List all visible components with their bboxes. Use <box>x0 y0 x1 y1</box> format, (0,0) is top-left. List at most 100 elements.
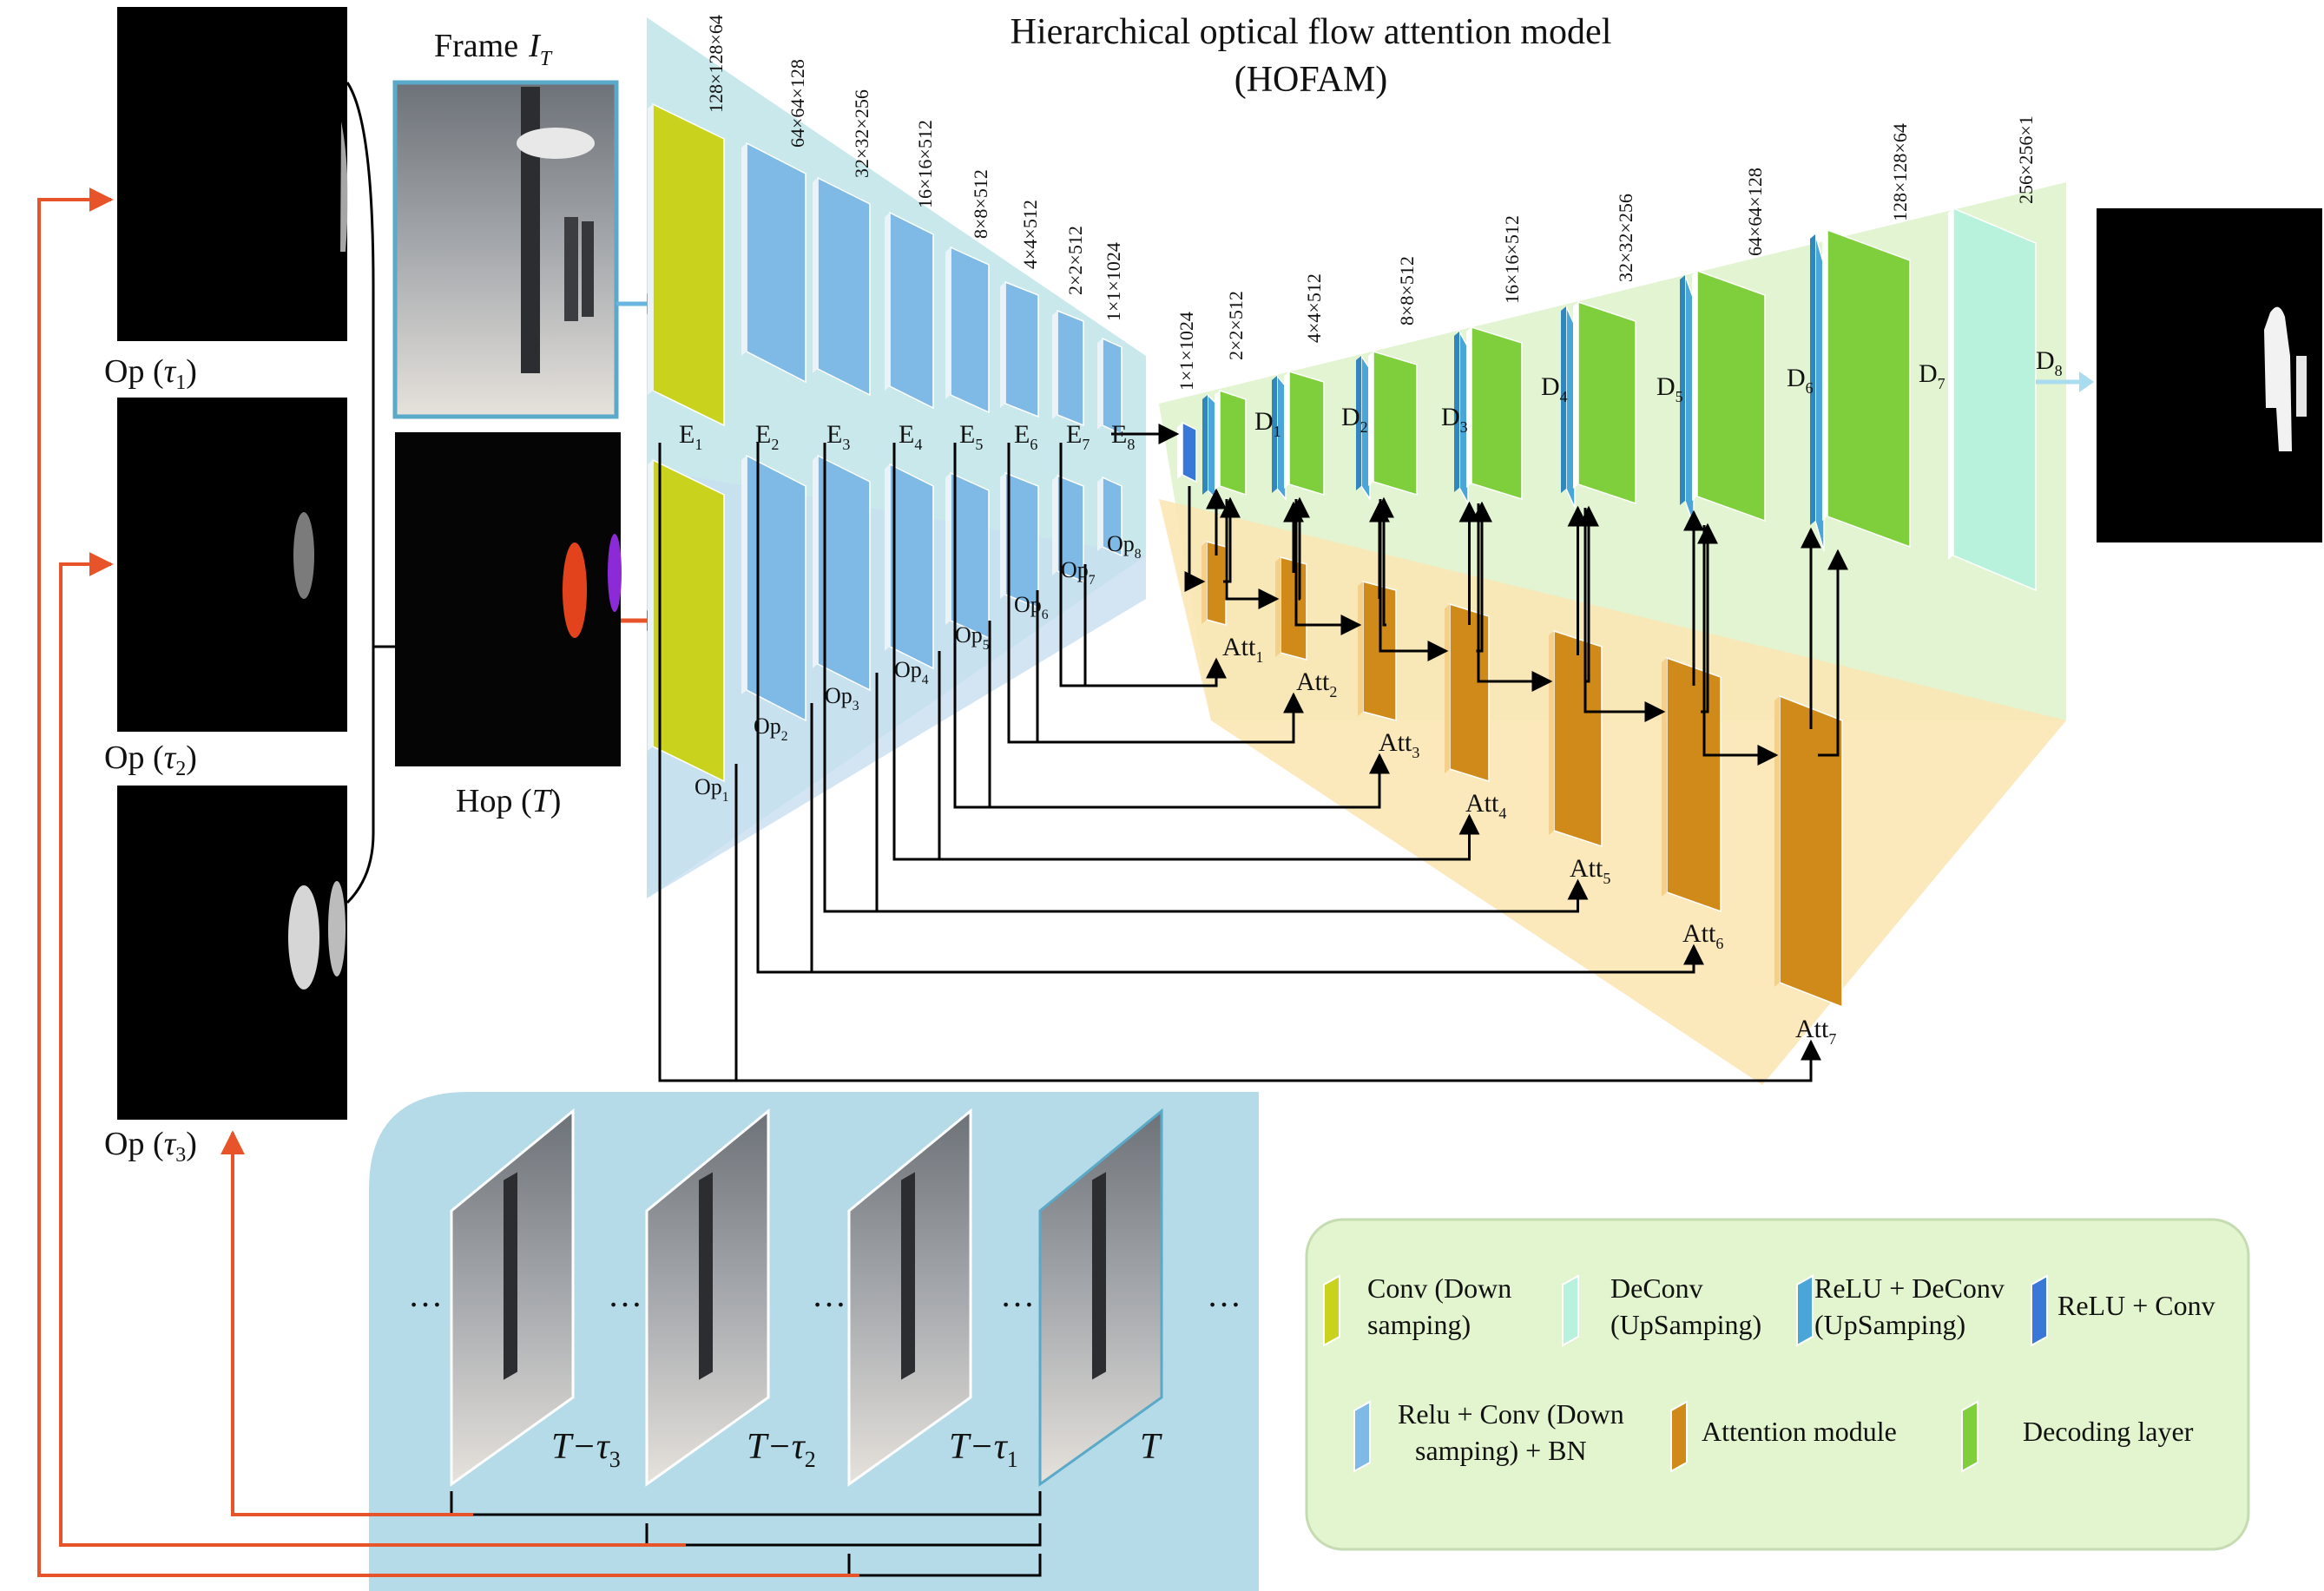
decoder-layer-7 <box>1692 269 1766 523</box>
decoder-layer-4 <box>1368 350 1418 496</box>
decoder-deconv-1 <box>1202 393 1217 501</box>
sequence-frame-label-1: T−τ3 <box>551 1427 621 1472</box>
legend-swatch-4 <box>2031 1274 2048 1347</box>
op-encoder-6 <box>1000 471 1039 609</box>
encoder-E5 <box>945 246 990 414</box>
decoder-dim-9: 256×256×1 <box>2015 115 2037 204</box>
encoder-E2 <box>741 141 806 384</box>
frame-image <box>392 80 619 419</box>
attention-label-5: Att5 <box>1570 854 1610 887</box>
legend-swatch-7 <box>1961 1400 1978 1473</box>
encoder-E8 <box>1097 337 1122 436</box>
op-label-1: Op1 <box>695 774 729 805</box>
op-encoder-3 <box>813 454 871 692</box>
skip-connections <box>658 424 1848 1082</box>
legend-item-7: Decoding layer <box>1961 1400 2194 1473</box>
op-tau2-label: Op (τ2) <box>104 740 197 780</box>
decoder-dim-6: 32×32×256 <box>1615 194 1636 282</box>
legend-swatch-3 <box>1796 1274 1814 1347</box>
attention-module-7 <box>1774 694 1843 1009</box>
sequence-frame-label-2: T−τ2 <box>747 1427 816 1472</box>
sequence-frame-4: T <box>1038 1108 1163 1487</box>
op-label-2: Op2 <box>754 713 788 744</box>
decoder-layers <box>1177 207 2037 592</box>
encoder-layers <box>648 102 1122 783</box>
legend-text-5-b: samping) + BN <box>1415 1435 1587 1466</box>
flow-merge-brace <box>346 82 375 904</box>
optical-flow-tau3 <box>117 786 347 1120</box>
optical-flow-tau2 <box>117 398 347 732</box>
hop-image <box>395 432 622 766</box>
hop-label: Hop (T) <box>456 783 561 819</box>
decoder-label-D6: D6 <box>1787 364 1814 397</box>
op-label-8: Op8 <box>1107 531 1142 562</box>
sequence-ellipsis-4: … <box>1000 1275 1035 1314</box>
sequence-ellipsis-3: … <box>812 1275 846 1314</box>
op-encoder-7 <box>1052 474 1084 583</box>
legend-swatch-2 <box>1562 1274 1579 1347</box>
op-encoder-8 <box>1097 476 1122 557</box>
encoder-dim-3: 32×32×256 <box>851 89 872 178</box>
op-encoder-4 <box>885 463 934 670</box>
legend-swatch-6 <box>1670 1400 1688 1473</box>
legend-text-3-b: (UpSamping) <box>1814 1309 1965 1340</box>
op-encoder-1 <box>648 458 725 783</box>
decoder-label-D4: D4 <box>1541 372 1568 405</box>
op-tau3-label: Op (τ3) <box>104 1126 197 1167</box>
sequence-frame-3: T−τ1 <box>847 1108 1018 1487</box>
legend-text-6: Attention module <box>1702 1416 1897 1447</box>
encoder-label-E8: E8 <box>1111 420 1135 453</box>
decoder-layer-5 <box>1466 325 1523 501</box>
decoder-layer-6 <box>1573 300 1636 505</box>
attention-module-5 <box>1549 629 1603 848</box>
decoder-label-D2: D2 <box>1341 403 1368 436</box>
decoder-layer-8 <box>1822 228 1911 549</box>
attention-label-7: Att7 <box>1795 1015 1836 1048</box>
output-mask <box>2097 208 2322 542</box>
attention-module-6 <box>1662 656 1722 913</box>
op-encoder-5 <box>945 471 990 640</box>
encoder-E3 <box>813 176 871 397</box>
legend-text-4: ReLU + Conv <box>2057 1290 2215 1321</box>
decoder-layer-9 <box>1948 207 2037 592</box>
sequence-ellipsis-5: … <box>1207 1275 1241 1314</box>
op-label-5: Op5 <box>955 622 990 653</box>
attention-label-3: Att3 <box>1379 728 1419 761</box>
encoder-dim-5: 8×8×512 <box>970 169 991 239</box>
legend-text-7: Decoding layer <box>2023 1416 2194 1447</box>
encoder-label-E3: E3 <box>826 420 850 453</box>
legend-swatch-1 <box>1323 1274 1340 1347</box>
legend-text-2: DeConv <box>1610 1272 1703 1304</box>
encoder-label-E1: E1 <box>679 420 702 453</box>
op-label-7: Op7 <box>1061 557 1096 588</box>
encoder-dim-8: 1×1×1024 <box>1103 242 1124 321</box>
attention-module-2 <box>1275 556 1307 661</box>
encoder-dim-2: 64×64×128 <box>787 59 808 148</box>
legend-text-2-b: (UpSamping) <box>1610 1309 1761 1340</box>
encoder-dim-7: 2×2×512 <box>1064 226 1086 295</box>
decoder-dim-8: 128×128×64 <box>1889 123 1911 221</box>
decoder-label-D1: D1 <box>1254 407 1281 440</box>
legend-item-3: ReLU + DeConv(UpSamping) <box>1796 1272 2005 1347</box>
attention-label-1: Att1 <box>1222 633 1263 666</box>
op-label-3: Op3 <box>825 683 859 713</box>
sequence-ellipsis-1: … <box>408 1275 443 1314</box>
sequence-frame-label-4: T <box>1140 1427 1162 1467</box>
encoder-E7 <box>1052 309 1084 427</box>
encoder-label-E4: E4 <box>899 420 922 453</box>
op-label-4: Op4 <box>894 657 929 687</box>
sequence-frame-1: T−τ3 <box>450 1108 621 1487</box>
layer-labels: 128×128×64E164×64×128E232×32×256E316×16×… <box>679 15 2063 1048</box>
decoder-deconv-7 <box>1810 233 1825 552</box>
encoder-E6 <box>1000 280 1039 418</box>
diagram-title: Hierarchical optical flow attention mode… <box>1011 12 1612 52</box>
legend-text-1-b: samping) <box>1367 1309 1471 1340</box>
decoder-layer-1 <box>1177 421 1197 483</box>
decoder-deconv-5 <box>1561 306 1576 509</box>
sequence-panel <box>369 1092 1259 1591</box>
